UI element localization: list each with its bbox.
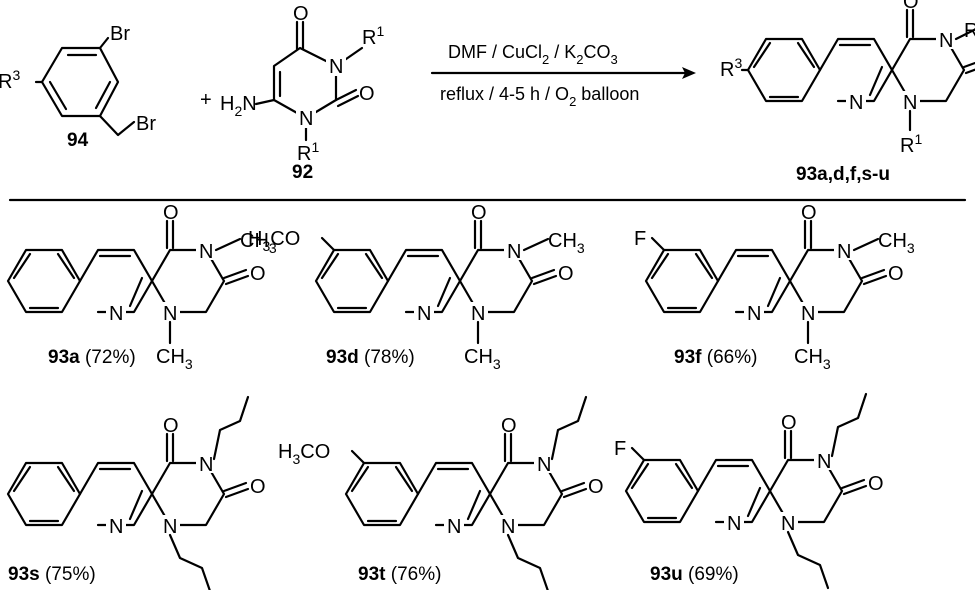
product-93t: H3CO 93t (76%): [278, 395, 605, 590]
carbonyl-o-right: O: [359, 83, 375, 105]
carbonyl-o-top: O: [293, 3, 309, 25]
product-id: 93d: [326, 347, 359, 368]
product-yield: (75%): [45, 564, 96, 585]
product-id: 93u: [650, 564, 683, 585]
conditions-line-2: reflux / 4-5 h / O2 balloon: [440, 84, 639, 109]
product-93s: 93s (75%): [6, 395, 267, 590]
benzyl-bromide-label: Br: [136, 113, 156, 135]
n1-label: N: [299, 108, 313, 130]
product-93f: F CH3 CH3 93f (66%): [634, 200, 915, 372]
r3-label: R3: [720, 55, 742, 81]
conditions-line-1: DMF / CuCl2 / K2CO3: [448, 42, 618, 67]
r3-label: R3: [0, 67, 20, 93]
methoxy-label: H3CO: [248, 228, 300, 254]
product-yield: (69%): [688, 564, 739, 585]
product-93a: CH3 CH3 93a (72%): [6, 200, 277, 372]
compound-94-label: 94: [67, 130, 89, 151]
product-93d: H3CO CH3 CH3 93d (78%): [248, 200, 585, 372]
n3-label: N: [329, 56, 343, 78]
methyl-label: CH3: [794, 346, 831, 372]
r1-top-label: R1: [964, 16, 975, 42]
plus-sign: +: [200, 89, 212, 111]
svg-text:93a (72%): 93a (72%): [48, 347, 136, 368]
reactant-94: Br Br R3 94: [0, 23, 156, 151]
compound-93-label: 93a,d,f,s-u: [796, 164, 890, 185]
product-id: 93t: [358, 564, 386, 585]
svg-text:93u (69%): 93u (69%): [650, 564, 739, 585]
product-id: 93f: [674, 347, 702, 368]
svg-text:93f (66%): 93f (66%): [674, 347, 757, 368]
general-product-93: R3 R1 R1 93a,d,f,s-u: [720, 0, 975, 185]
product-id: 93s: [8, 564, 40, 585]
methyl-label: CH3: [464, 346, 501, 372]
svg-text:93s (75%): 93s (75%): [8, 564, 96, 585]
product-yield: (66%): [707, 347, 758, 368]
product-yield: (78%): [364, 347, 415, 368]
product-id: 93a: [48, 347, 80, 368]
product-93u: F 93u (69%): [614, 392, 885, 590]
amino-label: H2N: [220, 93, 257, 119]
r1-bottom-label: R1: [900, 131, 922, 157]
methyl-label: CH3: [878, 230, 915, 256]
r1-top-label: R1: [362, 23, 384, 49]
product-yield: (72%): [85, 347, 136, 368]
methyl-label: CH3: [156, 346, 193, 372]
product-yield: (76%): [391, 564, 442, 585]
methoxy-label: H3CO: [278, 441, 330, 467]
svg-text:93d (78%): 93d (78%): [326, 347, 415, 368]
methyl-label: CH3: [548, 230, 585, 256]
fluoro-label: F: [614, 438, 626, 460]
bromo-label: Br: [110, 23, 130, 45]
fluoro-label: F: [634, 228, 646, 250]
reaction-arrow: DMF / CuCl2 / K2CO3 reflux / 4-5 h / O2 …: [430, 42, 696, 109]
svg-text:93t (76%): 93t (76%): [358, 564, 441, 585]
compound-92-label: 92: [292, 162, 313, 183]
reactant-92: O O N N H2N R1 R1 92: [220, 3, 384, 183]
